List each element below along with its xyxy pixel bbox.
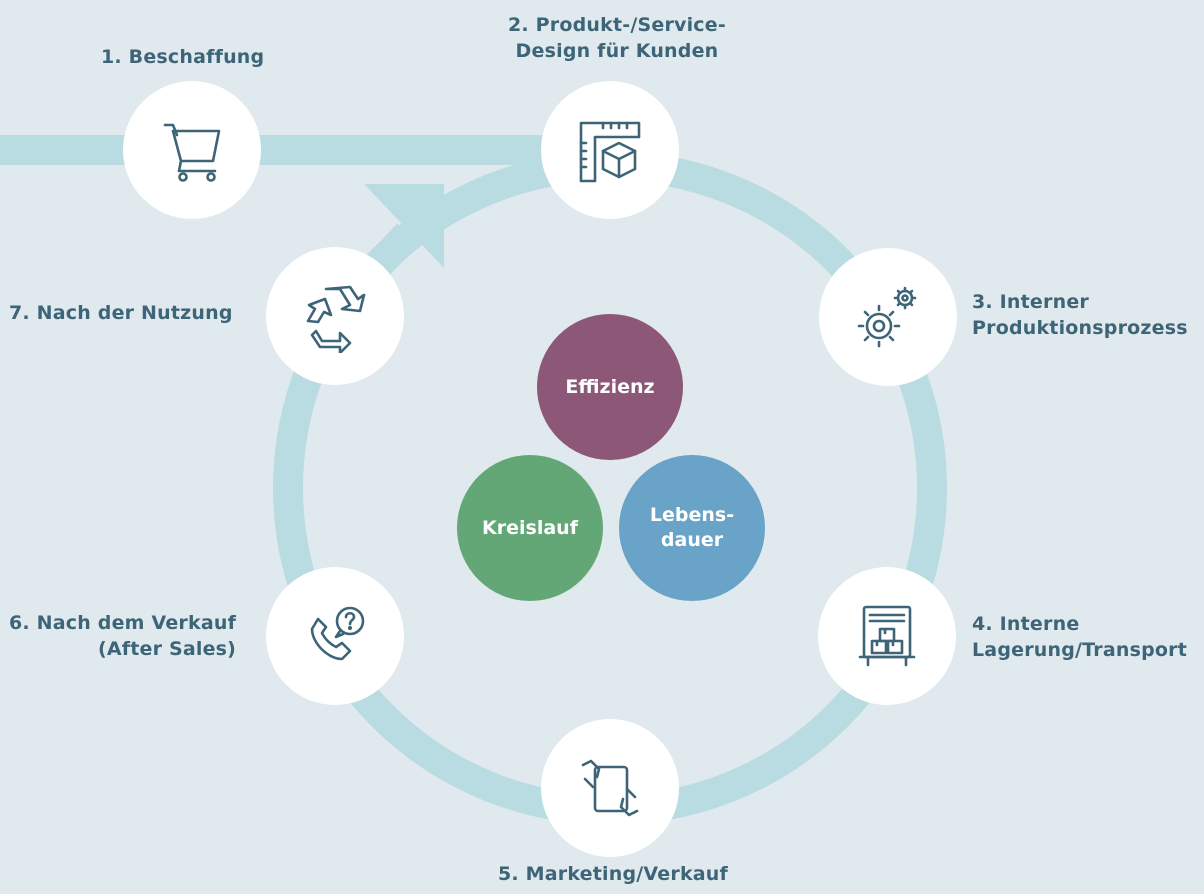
shopping-cart-icon bbox=[163, 123, 221, 182]
step-label-line: Produktionsprozess bbox=[972, 317, 1188, 339]
step-label-line: 3. Interner bbox=[972, 291, 1089, 313]
step-label-line: Design für Kunden bbox=[515, 40, 719, 62]
step-node-after-sales bbox=[266, 567, 404, 705]
step-label-line: 6. Nach dem Verkauf bbox=[9, 612, 237, 634]
step-node-marketing bbox=[541, 719, 679, 857]
step-label-line: Lagerung/Transport bbox=[972, 639, 1187, 661]
hands-tablet-icon bbox=[581, 759, 639, 817]
step-label-line: 2. Produkt-/Service- bbox=[508, 14, 726, 36]
step-label-after-sales: 6. Nach dem Verkauf (After Sales) bbox=[9, 610, 236, 662]
ruler-cube-icon bbox=[579, 121, 641, 183]
center-bubble-kreislauf: Kreislauf bbox=[457, 455, 603, 601]
bubble-label: Effizienz bbox=[565, 375, 655, 398]
step-label-beschaffung: 1. Beschaffung bbox=[101, 44, 264, 70]
bubble-label: Kreislauf bbox=[482, 516, 578, 539]
step-node-lagerung bbox=[818, 567, 956, 705]
center-bubble-effizienz: Effizienz bbox=[537, 314, 683, 460]
step-label-line: (After Sales) bbox=[97, 638, 237, 660]
step-label-line: 7. Nach der Nutzung bbox=[9, 302, 233, 324]
step-label-produktion: 3. Interner Produktionsprozess bbox=[972, 289, 1188, 341]
warehouse-boxes-icon bbox=[858, 605, 916, 667]
center-bubble-lebensdauer: Lebens- dauer bbox=[619, 455, 765, 601]
gears-icon bbox=[857, 286, 917, 348]
step-label-line: 4. Interne bbox=[972, 613, 1080, 635]
step-node-produktion bbox=[819, 248, 957, 386]
bubble-label: dauer bbox=[660, 529, 724, 551]
step-label-lagerung: 4. Interne Lagerung/Transport bbox=[972, 611, 1187, 663]
phone-question-icon bbox=[310, 606, 365, 661]
step-label-produkt-design: 2. Produkt-/Service- Design für Kunden bbox=[508, 12, 726, 64]
bubble-label: Lebens- bbox=[649, 504, 735, 526]
step-node-produkt-design bbox=[541, 81, 679, 219]
step-label-marketing: 5. Marketing/Verkauf bbox=[498, 861, 728, 887]
recycle-icon bbox=[306, 285, 366, 353]
step-label-line: 1. Beschaffung bbox=[101, 46, 265, 68]
step-label-nutzung: 7. Nach der Nutzung bbox=[9, 300, 233, 326]
step-node-nutzung bbox=[266, 247, 404, 385]
step-node-beschaffung bbox=[123, 81, 261, 219]
step-label-line: 5. Marketing/Verkauf bbox=[498, 863, 728, 885]
